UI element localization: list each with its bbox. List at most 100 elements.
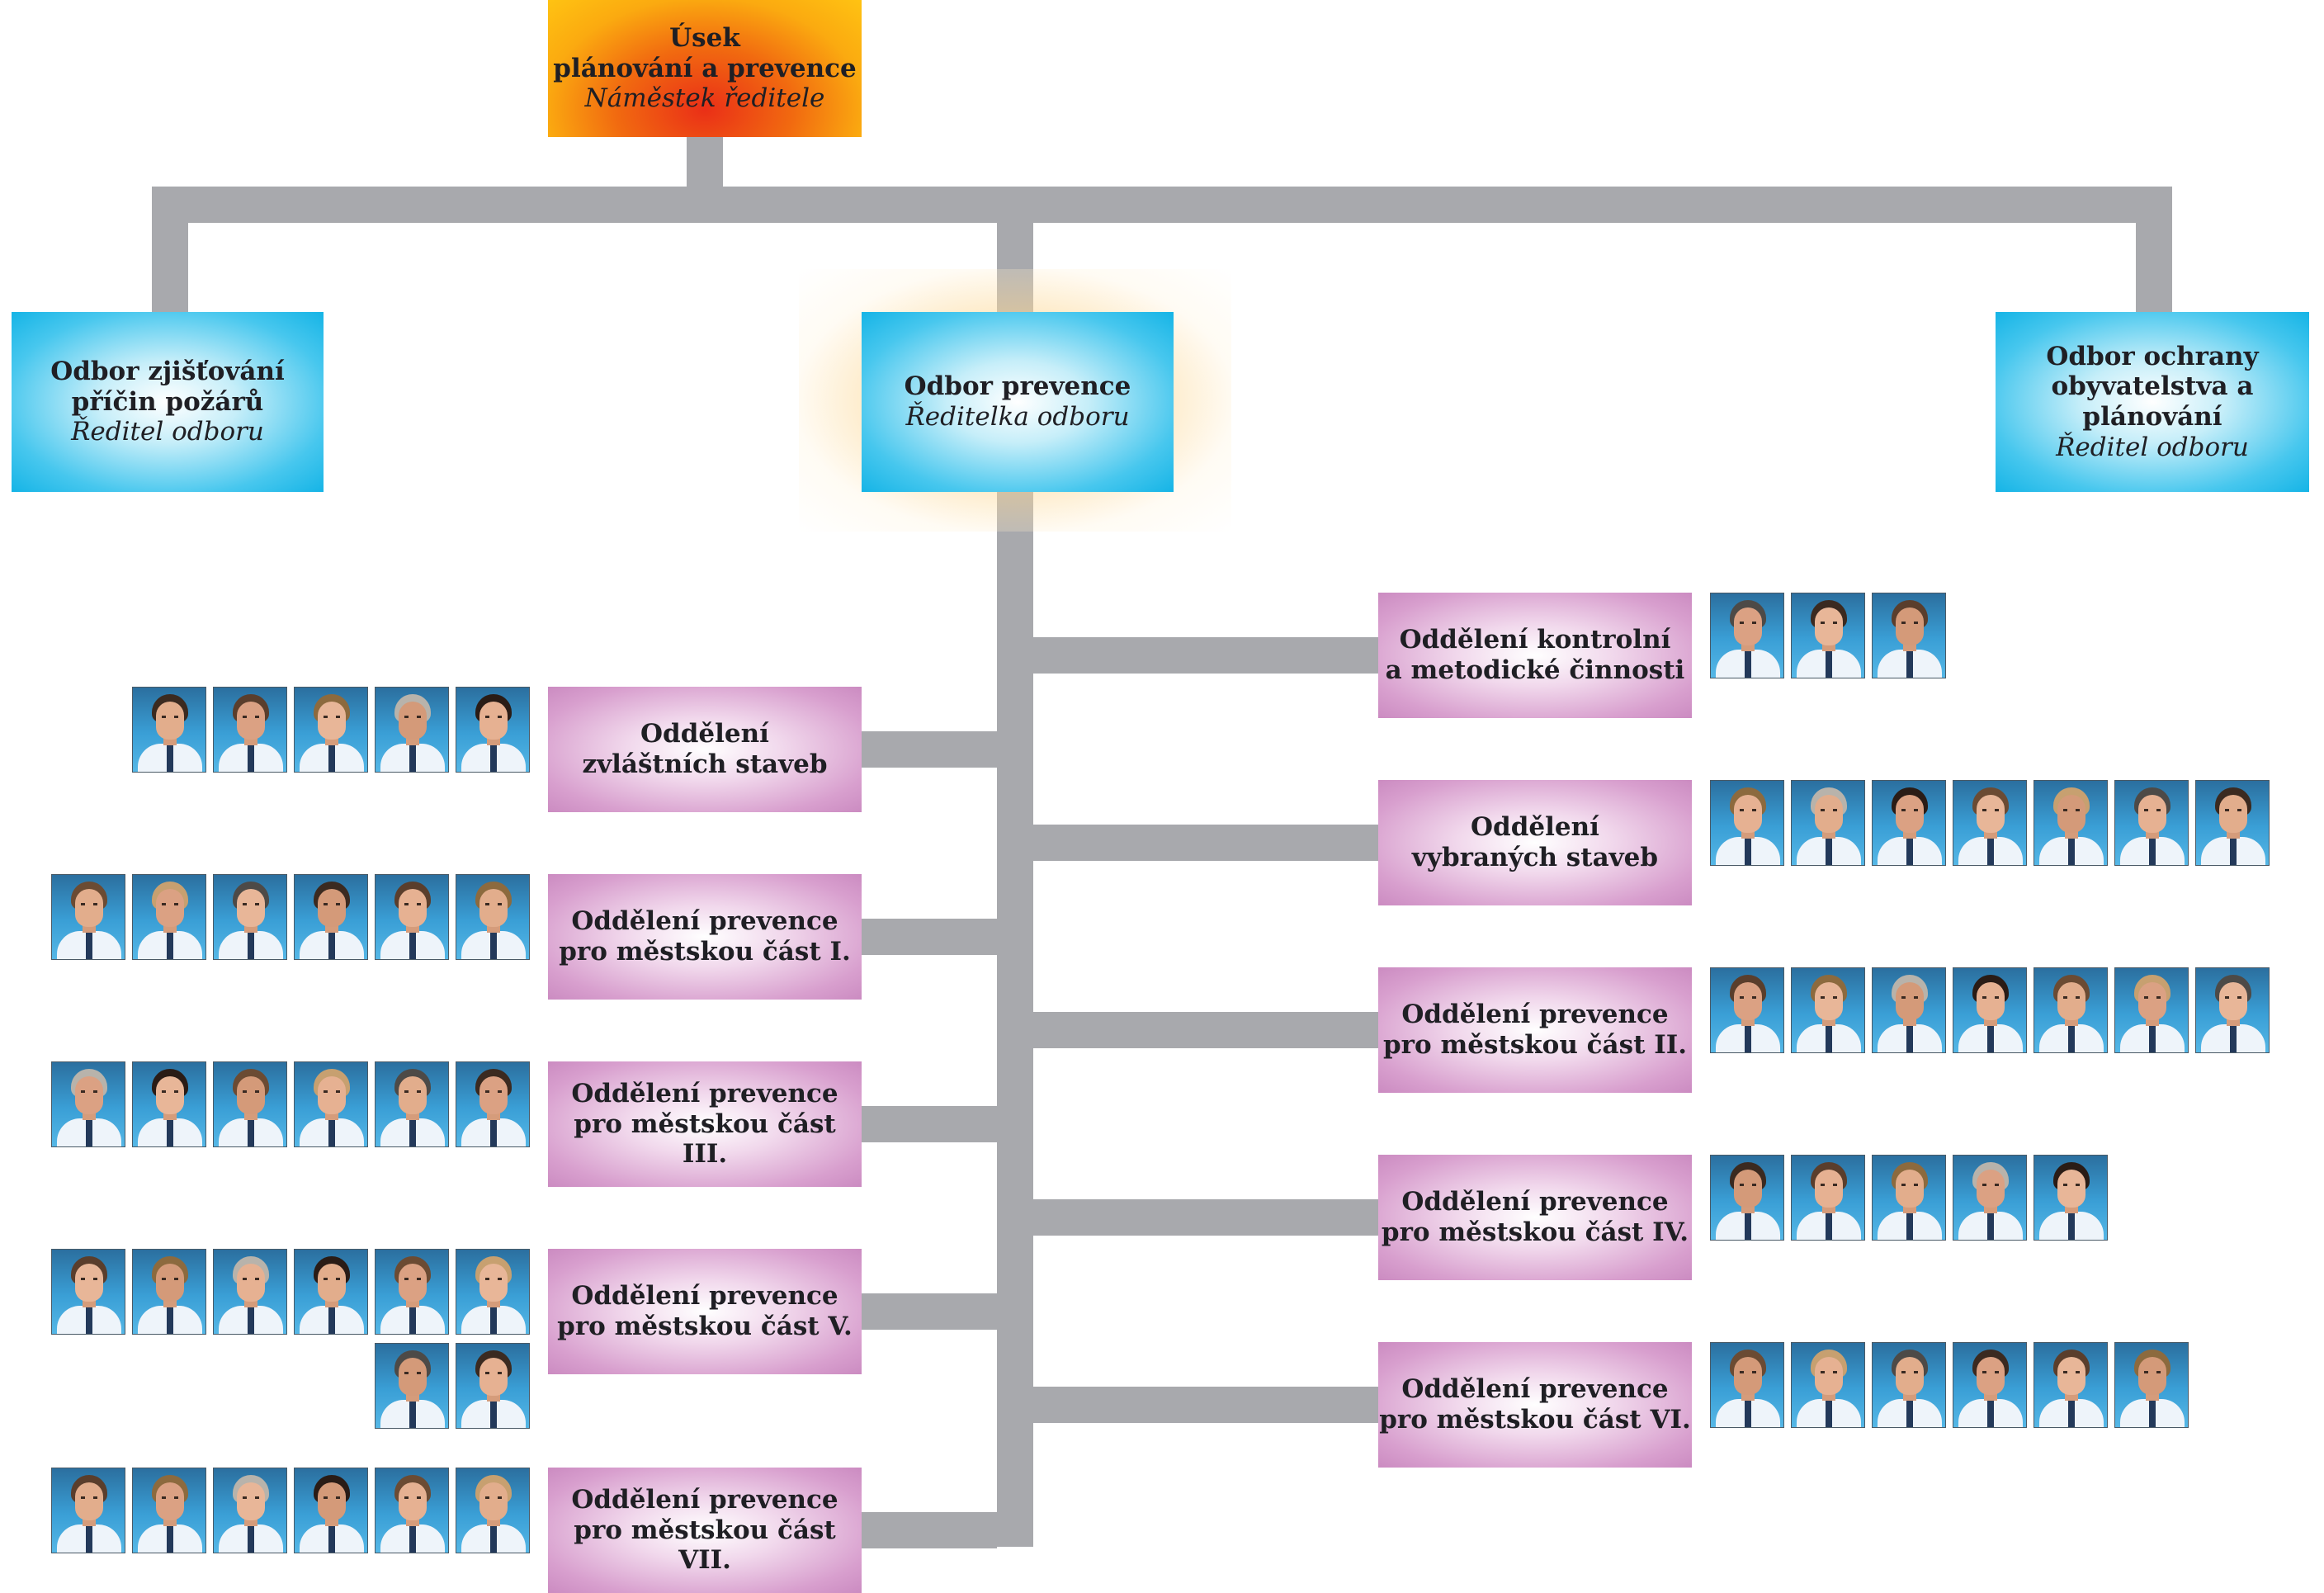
left-unit-4-photo-6	[456, 1249, 530, 1335]
right-unit-3-photo-4	[1953, 967, 2027, 1053]
left-unit-3-photo-5-eyes	[404, 1090, 421, 1093]
right-unit-2-photo-5-face	[2057, 795, 2085, 833]
left-unit-5-photo-3-eyes	[243, 1496, 259, 1499]
left-unit-4-photo-3-tie	[248, 1307, 254, 1334]
left-unit-1-line1: Oddělení	[640, 719, 769, 749]
right-unit-4-photo-1	[1710, 1155, 1784, 1241]
connector-branch-right-5	[1033, 1387, 1378, 1423]
right-unit-3-photo-6	[2114, 967, 2189, 1053]
top-node-line1: Úsek	[669, 23, 740, 54]
right-unit-2-photo-3	[1872, 780, 1946, 866]
left-unit-3-photo-5-face	[399, 1076, 427, 1114]
left-unit-5-photo-2-tie	[167, 1526, 173, 1553]
left-unit-2-photo-3-eyes	[243, 903, 259, 905]
right-unit-3-photo-7-tie	[2230, 1026, 2237, 1052]
left-unit-4-photo-3-face	[237, 1264, 265, 1302]
right-unit-2-photo-6-face	[2138, 795, 2166, 833]
right-unit-3-photo-4-face	[1977, 982, 2005, 1020]
right-unit-3-photo-3-tie	[1906, 1026, 1913, 1052]
left-unit-4-photo-8-eyes	[485, 1372, 502, 1374]
left-unit-4-photo-8-face	[479, 1358, 508, 1396]
right-unit-5-photo-3-eyes	[1901, 1371, 1918, 1373]
left-unit-5-photo-1-face	[75, 1482, 103, 1520]
left-unit-3-photo-2-tie	[167, 1120, 173, 1146]
left-unit-4-photo-7-tie	[409, 1402, 416, 1428]
connector-branch-left-2	[862, 919, 997, 955]
left-unit-1-photo-1	[132, 687, 206, 773]
right-unit-4-photo-1-face	[1734, 1170, 1762, 1208]
right-unit-3-photo-6-face	[2138, 982, 2166, 1020]
left-unit-1-photo-2-face	[237, 702, 265, 740]
left-unit-4-photo-8-tie	[490, 1402, 497, 1428]
left-unit-2-photo-1	[51, 874, 125, 960]
right-unit-1-photo-1-face	[1734, 607, 1762, 645]
left-unit-5-photo-6	[456, 1468, 530, 1553]
top-node-line2: plánování a prevence	[553, 53, 857, 83]
left-unit-1-photo-2-eyes	[243, 716, 259, 718]
right-unit-2-photo-7	[2195, 780, 2270, 866]
left-unit-1-photo-4	[375, 687, 449, 773]
left-unit-5-photo-4-tie	[328, 1526, 335, 1553]
right-unit-2-photo-3-face	[1896, 795, 1924, 833]
left-unit-3-line2: pro městskou část III.	[574, 1108, 836, 1170]
right-unit-2-photo-2-eyes	[1821, 809, 1837, 811]
right-unit-5-photo-5-tie	[2068, 1401, 2075, 1427]
left-unit-2-photo-4-eyes	[324, 903, 340, 905]
right-unit-4-line1: Oddělení prevence	[1401, 1187, 1669, 1217]
right-unit-5-photo-4	[1953, 1342, 2027, 1428]
right-unit-5-photo-2-eyes	[1821, 1371, 1837, 1373]
right-unit-4-photo-5-eyes	[2063, 1184, 2080, 1186]
right-unit-1-photo-2	[1791, 593, 1865, 678]
right-unit-4-photo-3-tie	[1906, 1213, 1913, 1240]
right-unit-4-photo-1-tie	[1745, 1213, 1751, 1240]
right-unit-5-photo-6-eyes	[2144, 1371, 2161, 1373]
top-node-role: Náměstek ředitele	[584, 83, 825, 114]
right-unit-5-line1: Oddělení prevence	[1401, 1374, 1669, 1405]
left-unit-2-photo-1-face	[75, 889, 103, 927]
left-unit-3-photo-5-tie	[409, 1120, 416, 1146]
right-unit-2-photo-6	[2114, 780, 2189, 866]
right-unit-4-photo-4-face	[1977, 1170, 2005, 1208]
right-unit-1-photo-3-tie	[1906, 651, 1913, 678]
right-unit-1-photo-1-tie	[1745, 651, 1751, 678]
left-unit-3-photo-6-face	[479, 1076, 508, 1114]
right-unit-5-photo-4-face	[1977, 1357, 2005, 1395]
right-unit-4-photo-1-eyes	[1740, 1184, 1756, 1186]
left-unit-4-photo-4-face	[318, 1264, 346, 1302]
right-unit-1-photo-3-eyes	[1901, 622, 1918, 624]
right-unit-2-photo-5	[2034, 780, 2108, 866]
left-unit-1-photo-5-eyes	[485, 716, 502, 718]
right-unit-2-photo-2-face	[1815, 795, 1843, 833]
right-unit-5-photo-4-eyes	[1982, 1371, 1999, 1373]
left-unit-5-photo-1-tie	[86, 1526, 92, 1553]
left-unit-1-photo-3-face	[318, 702, 346, 740]
right-unit-5-photo-2	[1791, 1342, 1865, 1428]
connector-top-stem	[687, 137, 723, 188]
department-left-line2: příčin požárů	[71, 386, 264, 417]
right-unit-4-photo-2-eyes	[1821, 1184, 1837, 1186]
department-right-role: Ředitel odboru	[2056, 432, 2249, 462]
right-unit-2-photo-3-eyes	[1901, 809, 1918, 811]
left-unit-3-photo-4	[294, 1061, 368, 1147]
right-unit-4-photo-5-tie	[2068, 1213, 2075, 1240]
left-unit-3-photo-3-tie	[248, 1120, 254, 1146]
left-unit-3-photo-6-eyes	[485, 1090, 502, 1093]
left-unit-5-photo-1-eyes	[81, 1496, 97, 1499]
right-unit-3-photo-1-face	[1734, 982, 1762, 1020]
right-unit-5-photo-3	[1872, 1342, 1946, 1428]
right-unit-3-photo-7-eyes	[2225, 996, 2241, 999]
right-unit-5-photo-6-face	[2138, 1357, 2166, 1395]
right-unit-4-line2: pro městskou část IV.	[1381, 1217, 1689, 1247]
right-unit-3-photo-3-face	[1896, 982, 1924, 1020]
left-unit-4-photo-2-face	[156, 1264, 184, 1302]
right-unit-4-photo-2	[1791, 1155, 1865, 1241]
right-unit-3-photo-4-tie	[1987, 1026, 1994, 1052]
department-right-line1: Odbor ochrany	[2046, 341, 2259, 371]
right-unit-2-photo-5-tie	[2068, 839, 2075, 865]
connector-branch-left-3	[862, 1106, 997, 1142]
left-unit-5-photo-5-eyes	[404, 1496, 421, 1499]
right-unit-2-line2: vybraných staveb	[1411, 843, 1659, 872]
right-unit-5-photo-6	[2114, 1342, 2189, 1428]
